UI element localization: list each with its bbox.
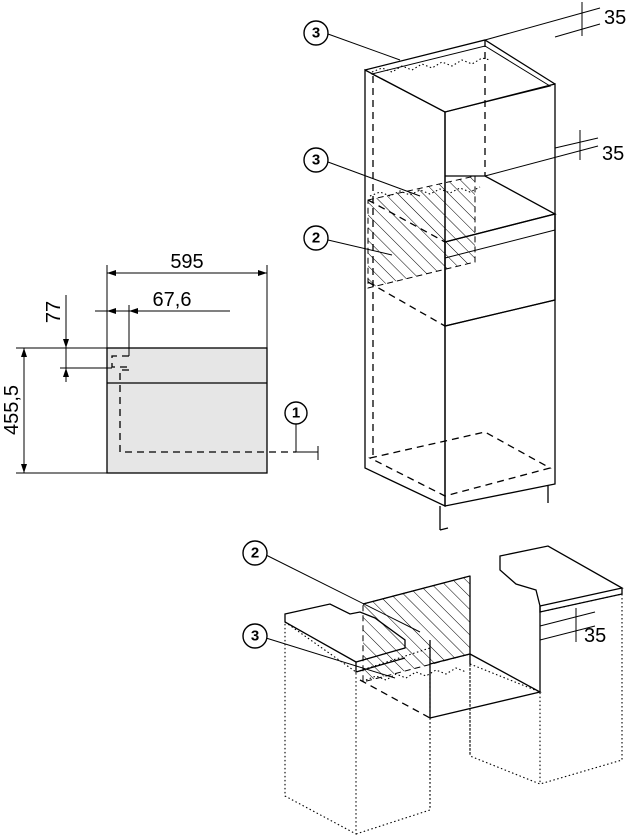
callout-vent-2-number: 2 bbox=[312, 230, 320, 247]
width-label: 595 bbox=[170, 251, 203, 273]
offset-x-label: 67,6 bbox=[153, 289, 192, 311]
appliance-body bbox=[106, 347, 268, 474]
base-unit: 35 2 3 bbox=[242, 540, 624, 835]
mid-gap-line-2 bbox=[554, 137, 599, 149]
callout-vent-2-leader bbox=[327, 239, 393, 256]
niche-bottom-shelf-hidden bbox=[367, 281, 446, 327]
width-arrow-left bbox=[107, 270, 116, 276]
callout-base-3-leader bbox=[265, 637, 396, 679]
top-gap-line-2 bbox=[554, 23, 601, 38]
base-gap-label: 35 bbox=[584, 625, 606, 647]
niche-shelf bbox=[429, 653, 542, 719]
callout-mid-3-leader bbox=[327, 161, 421, 197]
tall-cabinet-bottom-shelf bbox=[368, 431, 552, 497]
base-gap-line-1 bbox=[539, 611, 596, 627]
callout-base-3-number: 3 bbox=[251, 628, 259, 645]
callout-top-3-leader bbox=[327, 33, 401, 61]
width-arrow-right bbox=[258, 270, 267, 276]
tall-cabinet-plinth-base bbox=[439, 527, 449, 531]
mid-gap-line-1 bbox=[484, 145, 599, 177]
left-lower-cabinet bbox=[284, 620, 357, 835]
callout-vent-2-circle bbox=[303, 225, 329, 251]
appliance-front-view: 595 67,6 77 455,5 1 bbox=[1, 251, 319, 474]
callout-top-3-circle bbox=[303, 20, 329, 46]
right-lower-cabinet-front bbox=[539, 593, 623, 785]
callout-base-3-circle bbox=[242, 623, 268, 649]
power-cable-dashed bbox=[111, 355, 296, 453]
callout-base-2-circle bbox=[242, 540, 268, 566]
top-gap-line-1 bbox=[484, 7, 601, 41]
vent-cutout-hatched bbox=[367, 175, 476, 289]
niche-hidden-shelf bbox=[359, 679, 431, 719]
callout-base-2-number: 2 bbox=[251, 545, 259, 562]
right-worktop-edge bbox=[539, 588, 623, 613]
mid-gap-label: 35 bbox=[602, 143, 624, 165]
callout-top-3-number: 3 bbox=[312, 25, 320, 42]
top-gap-label: 35 bbox=[604, 7, 626, 29]
vent-gap-top-zigzag bbox=[369, 186, 481, 197]
height-label: 455,5 bbox=[1, 385, 23, 435]
height-arrow-top bbox=[21, 348, 27, 357]
offset-y-arrow-bottom bbox=[63, 368, 69, 377]
right-worktop bbox=[499, 545, 624, 607]
right-lower-cabinet bbox=[469, 663, 541, 785]
offset-x-arrow-left bbox=[107, 308, 116, 314]
callout-mid-3-circle bbox=[303, 147, 329, 173]
tall-cabinet-top-back bbox=[364, 39, 556, 85]
tall-cabinet-top-opening bbox=[370, 45, 552, 113]
base-gap-line-2 bbox=[539, 625, 596, 641]
tall-cabinet-right-side bbox=[444, 83, 556, 507]
tall-cabinet: 35 35 3 3 2 bbox=[303, 2, 626, 531]
niche-vent-gap-zigzag bbox=[365, 667, 467, 681]
offset-y-arrow-top bbox=[63, 339, 69, 348]
callout-mid-3-number: 3 bbox=[312, 152, 320, 169]
offset-x-arrow-right bbox=[129, 308, 138, 314]
niche-bottom-shelf bbox=[444, 299, 556, 327]
niche-vent-hatched bbox=[362, 575, 471, 683]
callout-1-number: 1 bbox=[292, 405, 300, 422]
callout-1-circle bbox=[284, 401, 308, 425]
offset-y-label: 77 bbox=[43, 301, 65, 323]
tall-cabinet-front-left-side bbox=[364, 68, 446, 508]
height-arrow-bottom bbox=[21, 464, 27, 473]
callout-base-2-leader bbox=[265, 554, 421, 633]
